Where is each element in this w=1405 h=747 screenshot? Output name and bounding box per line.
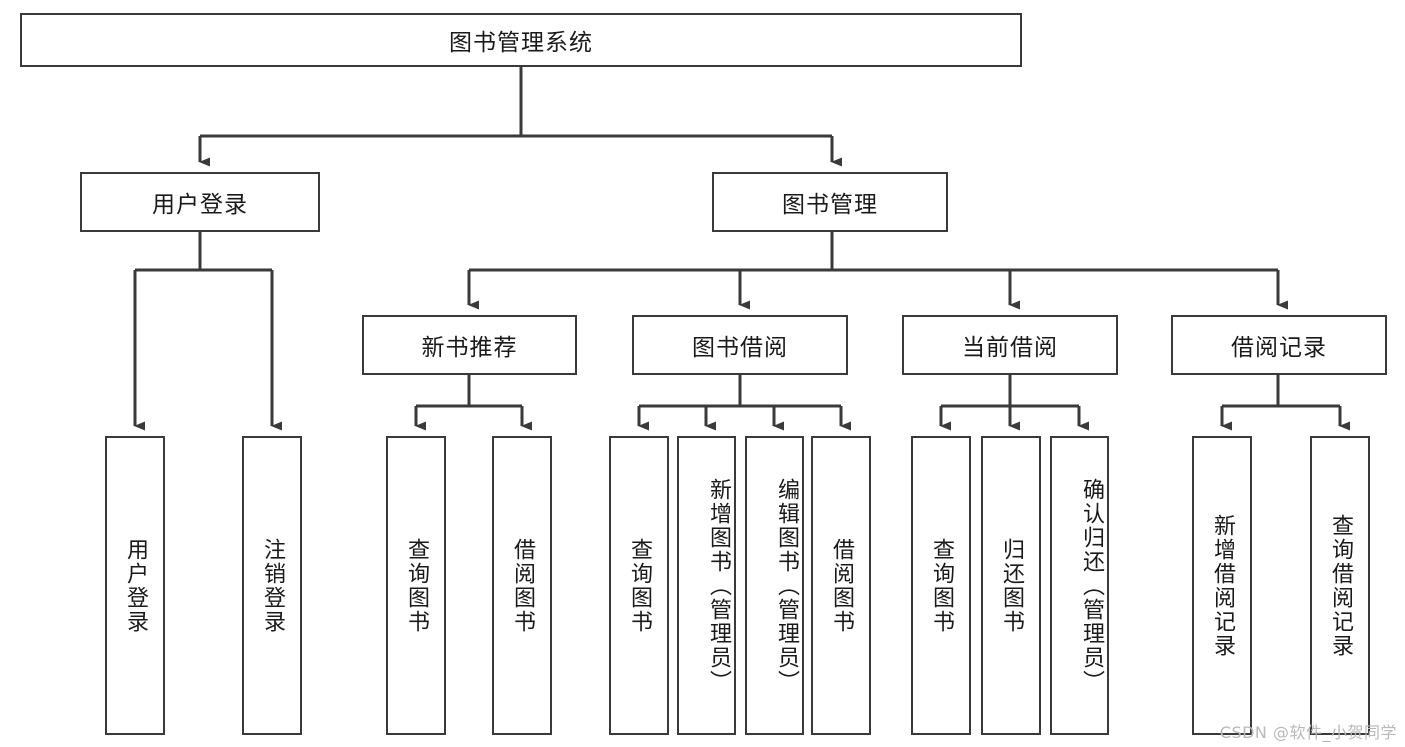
node-book-management[interactable]: 图书管理 — [712, 172, 948, 232]
csdn-watermark: CSDN @软件_小贺同学 — [1219, 723, 1397, 742]
node-leaf-query-book-2-label: 查询图书 — [627, 537, 652, 634]
node-leaf-query-book-1-label: 查询图书 — [404, 537, 429, 634]
node-user-login-label: 用户登录 — [152, 192, 248, 218]
node-leaf-user-login[interactable]: 用户登录 — [105, 436, 165, 735]
node-leaf-query-book-3-label: 查询图书 — [929, 537, 954, 634]
node-leaf-add-record[interactable]: 新增借阅记录 — [1192, 436, 1252, 735]
node-leaf-logout-login[interactable]: 注销登录 — [242, 436, 302, 735]
node-leaf-edit-book[interactable]: 编辑图书（管理员） — [745, 436, 804, 735]
node-leaf-query-record[interactable]: 查询借阅记录 — [1310, 436, 1370, 735]
node-borrow-record[interactable]: 借阅记录 — [1171, 315, 1387, 375]
node-user-login[interactable]: 用户登录 — [80, 172, 320, 232]
node-leaf-return-book-label: 归还图书 — [999, 537, 1024, 634]
node-root-label: 图书管理系统 — [449, 30, 593, 56]
node-leaf-add-record-label: 新增借阅记录 — [1210, 513, 1235, 658]
node-leaf-return-book[interactable]: 归还图书 — [981, 436, 1041, 735]
node-borrow-record-label: 借阅记录 — [1231, 335, 1327, 361]
node-leaf-query-book-2[interactable]: 查询图书 — [609, 436, 669, 735]
node-leaf-logout-login-label: 注销登录 — [260, 537, 285, 634]
node-leaf-borrow-book-2[interactable]: 借阅图书 — [811, 436, 871, 735]
node-leaf-borrow-book-2-label: 借阅图书 — [829, 537, 854, 634]
node-leaf-edit-book-label: 编辑图书（管理员） — [774, 477, 799, 694]
node-current-borrow-label: 当前借阅 — [962, 335, 1058, 361]
node-leaf-confirm-return-label: 确认归还（管理员） — [1079, 477, 1104, 694]
node-leaf-confirm-return[interactable]: 确认归还（管理员） — [1050, 436, 1109, 735]
node-new-book-recommend[interactable]: 新书推荐 — [362, 315, 577, 375]
node-new-book-recommend-label: 新书推荐 — [421, 335, 518, 361]
node-leaf-borrow-book-1-label: 借阅图书 — [510, 537, 535, 634]
node-leaf-query-record-label: 查询借阅记录 — [1328, 513, 1353, 658]
node-leaf-user-login-label: 用户登录 — [123, 537, 148, 634]
node-book-management-label: 图书管理 — [782, 192, 878, 218]
node-leaf-add-book-label: 新增图书（管理员） — [706, 477, 731, 694]
node-leaf-query-book-1[interactable]: 查询图书 — [386, 436, 446, 735]
node-book-borrow-label: 图书借阅 — [692, 335, 788, 361]
node-leaf-add-book[interactable]: 新增图书（管理员） — [677, 436, 736, 735]
node-leaf-borrow-book-1[interactable]: 借阅图书 — [492, 436, 552, 735]
node-root[interactable]: 图书管理系统 — [20, 13, 1022, 67]
node-book-borrow[interactable]: 图书借阅 — [632, 315, 848, 375]
node-leaf-query-book-3[interactable]: 查询图书 — [911, 436, 971, 735]
node-current-borrow[interactable]: 当前借阅 — [902, 315, 1118, 375]
